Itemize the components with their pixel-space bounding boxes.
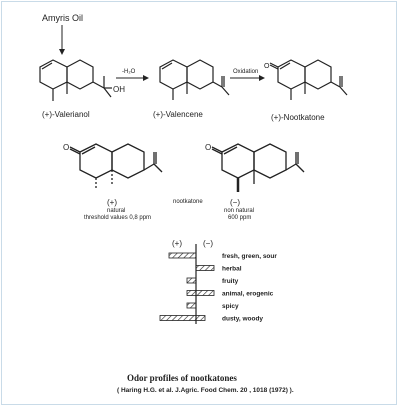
compound-label-valerianol: (+)-Valerianol xyxy=(42,110,90,119)
profile-bar-label: herbal xyxy=(222,266,242,273)
natural-nootkatone-structure xyxy=(69,143,163,190)
compound-label-valencene: (+)-Valencene xyxy=(153,110,203,119)
non-natural-nootkatone-structure xyxy=(211,143,305,192)
caption-reference: ( Haring H.G. et al. J.Agric. Food Chem.… xyxy=(117,387,294,394)
profile-bar-minus xyxy=(195,290,215,296)
odor-profile-chart: (+) (−) fresh, green, sour herbal fruity an… xyxy=(159,239,277,324)
source-label: Amyris Oil xyxy=(42,13,83,23)
profile-bar-plus xyxy=(186,302,197,309)
oxidation-label: Oxidation xyxy=(233,69,258,75)
profile-bar-label: animal, erogenic xyxy=(222,291,274,298)
profile-header-minus: (−) xyxy=(203,239,213,248)
natural-threshold: threshold values 0,8 ppm xyxy=(84,215,151,221)
non-natural-threshold: 600 ppm xyxy=(228,215,251,221)
ketone-o-1: O xyxy=(264,63,270,70)
profile-bar-label: fruity xyxy=(222,278,239,285)
ketone-o-2: O xyxy=(63,143,69,152)
profile-bar-minus xyxy=(195,265,215,271)
caption-title: Odor profiles of nootkatones xyxy=(127,373,237,383)
profile-bar-minus xyxy=(195,315,206,321)
profile-header-plus: (+) xyxy=(172,239,182,248)
dehydration-label: -H₂O xyxy=(122,69,136,75)
profile-bar-plus xyxy=(186,277,197,284)
profile-bar-label: fresh, green, sour xyxy=(222,253,277,260)
valerianol-structure xyxy=(39,59,112,101)
ketone-o-3: O xyxy=(205,143,211,152)
profile-bar-plus xyxy=(159,315,197,321)
compound-label-nootkatone: (+)-Nootkatone xyxy=(271,113,325,122)
profile-bar-plus xyxy=(186,290,197,296)
profile-bar-plus xyxy=(168,252,197,259)
natural-sign: (+) xyxy=(107,198,117,207)
non-natural-sign: (−) xyxy=(230,198,240,207)
profile-bar-label: dusty, woody xyxy=(222,316,263,323)
valencene-structure xyxy=(159,59,230,100)
nootkatone-structure xyxy=(269,59,348,100)
profile-bar-label: spicy xyxy=(222,303,239,310)
non-natural-label: non natural xyxy=(224,208,254,214)
nootkatone-center-label: nootkatone xyxy=(173,199,203,205)
natural-label: natural xyxy=(107,208,125,214)
hydroxyl-label: OH xyxy=(113,85,125,94)
